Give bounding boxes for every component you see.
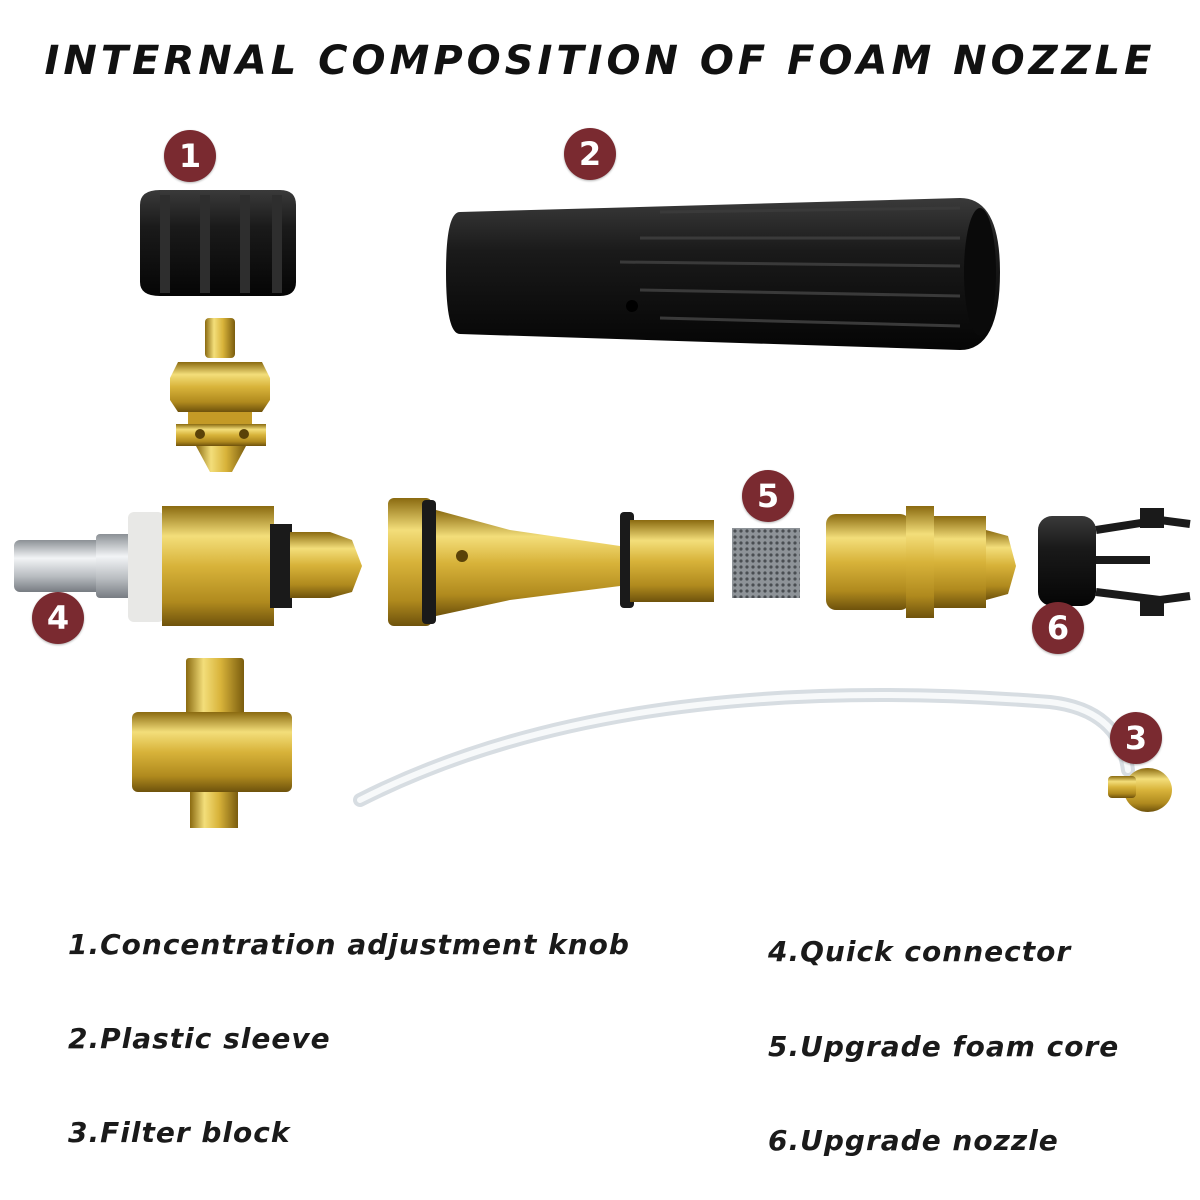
knob-valve-part	[170, 318, 270, 472]
foam-core-mesh-part	[732, 528, 800, 598]
foam-core-housing-part	[826, 506, 1016, 618]
page-title: INTERNAL COMPOSITION OF FOAM NOZZLE	[44, 38, 1156, 84]
callout-badge-1: 1	[164, 130, 216, 182]
plastic-sleeve-part	[446, 198, 1000, 350]
legend-item-6: 6.Upgrade nozzle	[768, 1124, 1059, 1157]
callout-badge-3: 3	[1110, 712, 1162, 764]
legend-item-5: 5.Upgrade foam core	[768, 1030, 1120, 1063]
callout-badge-4: 4	[32, 592, 84, 644]
filter-tube-part	[353, 688, 1172, 812]
legend-item-2: 2.Plastic sleeve	[68, 1022, 331, 1055]
legend-item-4: 4.Quick connector	[768, 935, 1072, 968]
callout-badge-2: 2	[564, 128, 616, 180]
brass-tube-part	[388, 498, 714, 626]
upgrade-nozzle-part	[1038, 508, 1191, 616]
knob-cap-part	[140, 190, 296, 296]
brass-fitting-part	[132, 658, 292, 828]
legend-item-1: 1.Concentration adjustment knob	[68, 928, 630, 961]
callout-badge-5: 5	[742, 470, 794, 522]
callout-badge-6: 6	[1032, 602, 1084, 654]
quick-connector-part	[14, 506, 362, 626]
legend-item-3: 3.Filter block	[68, 1116, 291, 1149]
